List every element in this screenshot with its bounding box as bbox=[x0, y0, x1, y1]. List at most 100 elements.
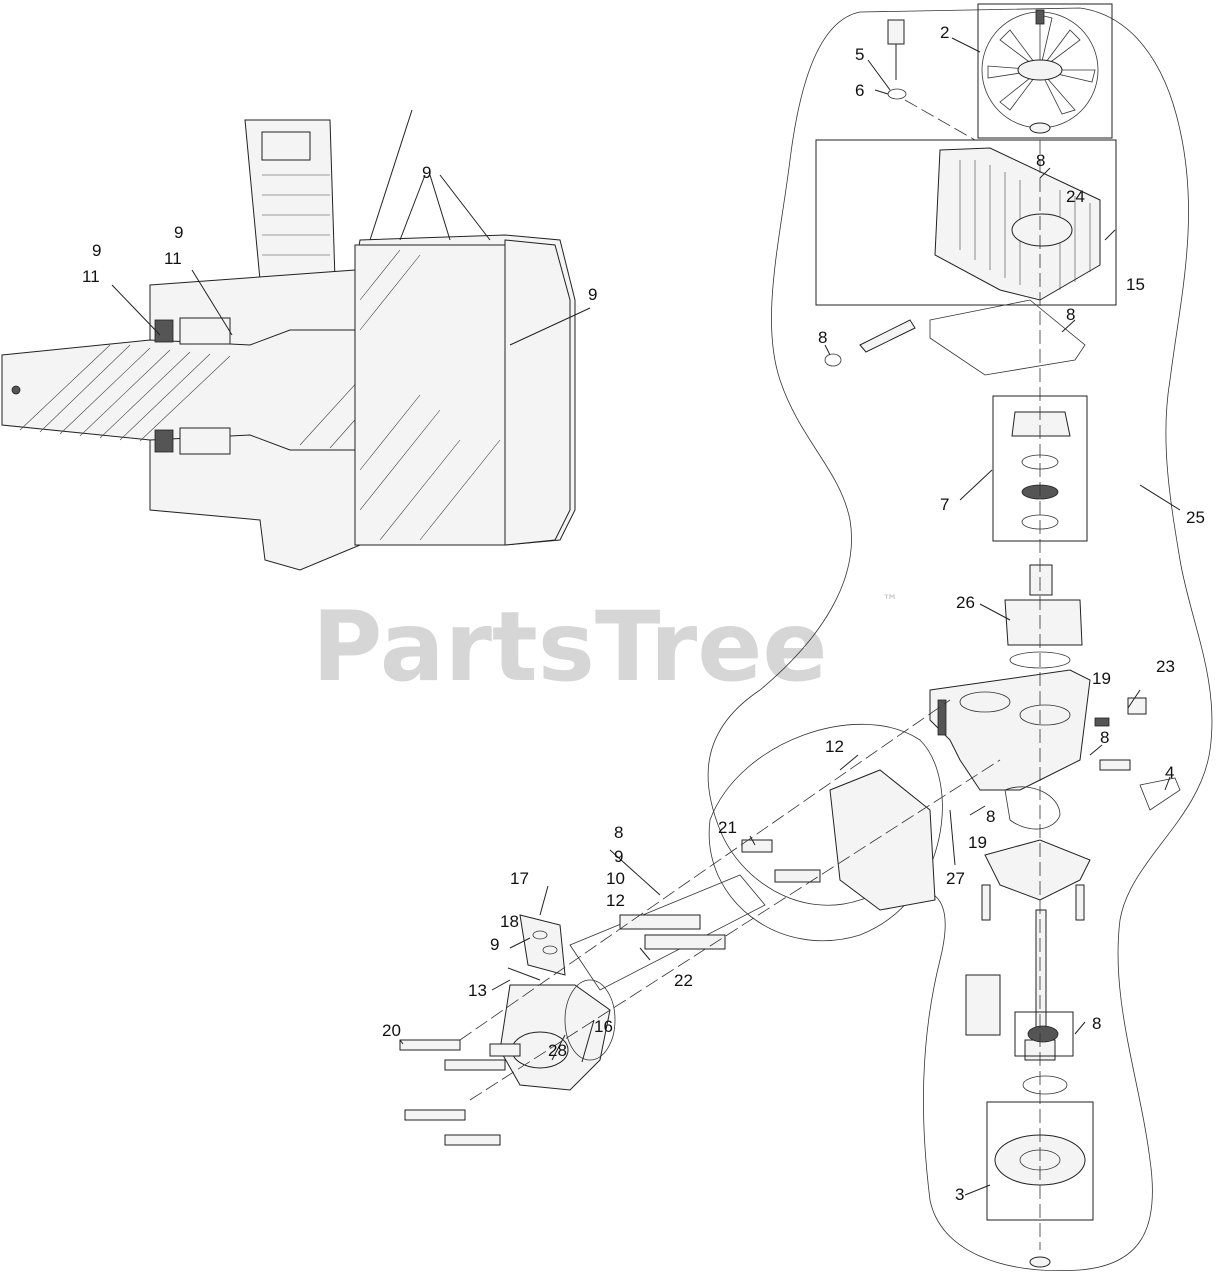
wheel-motor bbox=[399, 979, 616, 1146]
callout-13: 13 bbox=[468, 981, 487, 1000]
callout-6: 6 bbox=[855, 81, 864, 100]
oil-filter bbox=[965, 974, 1001, 1036]
reservoir-box bbox=[815, 139, 1117, 306]
callout-8-gasket: 8 bbox=[1066, 305, 1075, 324]
callout-4: 4 bbox=[1165, 763, 1174, 782]
fan-hub bbox=[1017, 59, 1063, 81]
leader-lines bbox=[111, 37, 1181, 1196]
cylinder-block bbox=[354, 244, 506, 546]
check-valve bbox=[1094, 717, 1110, 727]
bolt-20b bbox=[444, 1059, 506, 1071]
callout-8-lower: 8 bbox=[986, 807, 995, 826]
bolt-21 bbox=[741, 839, 773, 853]
piston-2 bbox=[644, 934, 726, 950]
callout-23: 23 bbox=[1156, 657, 1175, 676]
bolt-lower bbox=[774, 869, 821, 883]
end-cap bbox=[504, 239, 571, 546]
pump-plate bbox=[1009, 651, 1071, 669]
watermark: PartsTree ™ bbox=[312, 591, 898, 703]
shaft-washer bbox=[824, 353, 842, 367]
callout-8-stack: 8 bbox=[614, 823, 623, 842]
center-bolt bbox=[937, 699, 947, 736]
thrust-cap bbox=[1011, 411, 1071, 437]
callout-labels: 2 5 6 8 24 15 8 8 7 25 26 19 23 8 4 12 8… bbox=[82, 23, 1205, 1204]
callout-19-top: 19 bbox=[1092, 669, 1111, 688]
callout-20: 20 bbox=[382, 1021, 401, 1040]
dipstick-cap bbox=[887, 19, 905, 45]
housing-window bbox=[261, 131, 311, 161]
pump-spring bbox=[1029, 564, 1053, 596]
callout-2: 2 bbox=[940, 23, 949, 42]
piston-set bbox=[569, 874, 766, 991]
callout-27: 27 bbox=[946, 869, 965, 888]
center-section bbox=[929, 669, 1181, 901]
bolt-b bbox=[1075, 884, 1085, 921]
callout-12-housing: 12 bbox=[825, 737, 844, 756]
callout-25: 25 bbox=[1186, 508, 1205, 527]
callout-17: 17 bbox=[510, 869, 529, 888]
fan-box bbox=[977, 3, 1113, 139]
callout-10: 10 bbox=[606, 869, 625, 888]
small-bearing bbox=[1027, 1025, 1059, 1043]
watermark-brand: PartsTree bbox=[312, 591, 827, 703]
end-nut bbox=[1029, 1256, 1051, 1268]
control-shaft bbox=[859, 319, 916, 353]
callout-12-stack: 12 bbox=[606, 891, 625, 910]
wheel-motor-rings bbox=[564, 979, 616, 1061]
callout-8-center: 8 bbox=[1100, 728, 1109, 747]
cross-section-view bbox=[1, 119, 576, 571]
bracket-plate bbox=[519, 914, 566, 976]
output-shaft bbox=[1035, 909, 1047, 1041]
motor-plate bbox=[984, 839, 1091, 901]
reservoir-gasket bbox=[929, 299, 1086, 376]
bracket-washer-top bbox=[532, 930, 548, 940]
pump-block bbox=[1004, 599, 1083, 646]
motor-housing bbox=[708, 724, 943, 942]
reservoir-boss bbox=[1011, 213, 1073, 247]
callout-9-section-left: 9 bbox=[92, 241, 101, 260]
callout-11-section-mid: 11 bbox=[164, 249, 182, 268]
seal-left-top bbox=[154, 319, 174, 343]
bearing-top bbox=[179, 317, 231, 345]
bracket-assembly bbox=[519, 914, 566, 976]
dipstick bbox=[887, 19, 907, 100]
mount-bolts bbox=[981, 884, 1085, 921]
callout-16: 16 bbox=[594, 1017, 613, 1036]
callout-8-washer: 8 bbox=[818, 328, 827, 347]
output-shaft-assembly bbox=[965, 909, 1056, 1061]
retaining-ring bbox=[1022, 1075, 1068, 1095]
reservoir-fins bbox=[959, 160, 1091, 290]
seal-left-bottom bbox=[154, 429, 174, 453]
housing-lines bbox=[262, 174, 330, 256]
callout-19-lower: 19 bbox=[968, 833, 987, 852]
callout-9-section-mid: 9 bbox=[174, 223, 183, 242]
group-25-outline bbox=[707, 7, 1213, 1272]
center-port-left bbox=[959, 691, 1011, 713]
fan-blades bbox=[987, 14, 1096, 115]
callout-9-section-top: 9 bbox=[422, 163, 431, 182]
callout-9-bracket: 9 bbox=[490, 935, 499, 954]
bolt-20d bbox=[444, 1134, 501, 1146]
callout-26: 26 bbox=[956, 593, 975, 612]
bearing-bottom bbox=[179, 427, 231, 455]
callout-7: 7 bbox=[940, 495, 949, 514]
callout-9-stack: 9 bbox=[614, 847, 623, 866]
shaft-key-hole bbox=[11, 385, 21, 395]
bolt-a bbox=[981, 884, 991, 921]
callout-24: 24 bbox=[1066, 187, 1085, 206]
center-housing bbox=[929, 669, 1091, 791]
relief-plug bbox=[1127, 697, 1147, 715]
callout-18: 18 bbox=[500, 912, 519, 931]
bolt-20c bbox=[404, 1109, 466, 1121]
callout-5: 5 bbox=[855, 45, 864, 64]
callout-21: 21 bbox=[718, 818, 737, 837]
reservoir-assembly bbox=[815, 139, 1117, 376]
o-ring bbox=[1004, 786, 1061, 830]
wheel-motor-stub bbox=[489, 1043, 521, 1057]
cylinder-hatching bbox=[359, 249, 501, 541]
motor-housing-boundary bbox=[708, 724, 943, 942]
callout-8-bottom: 8 bbox=[1092, 1014, 1101, 1033]
pump-cylinder bbox=[1004, 564, 1083, 669]
center-port-right bbox=[1019, 704, 1071, 726]
fan-nut bbox=[1029, 122, 1051, 134]
